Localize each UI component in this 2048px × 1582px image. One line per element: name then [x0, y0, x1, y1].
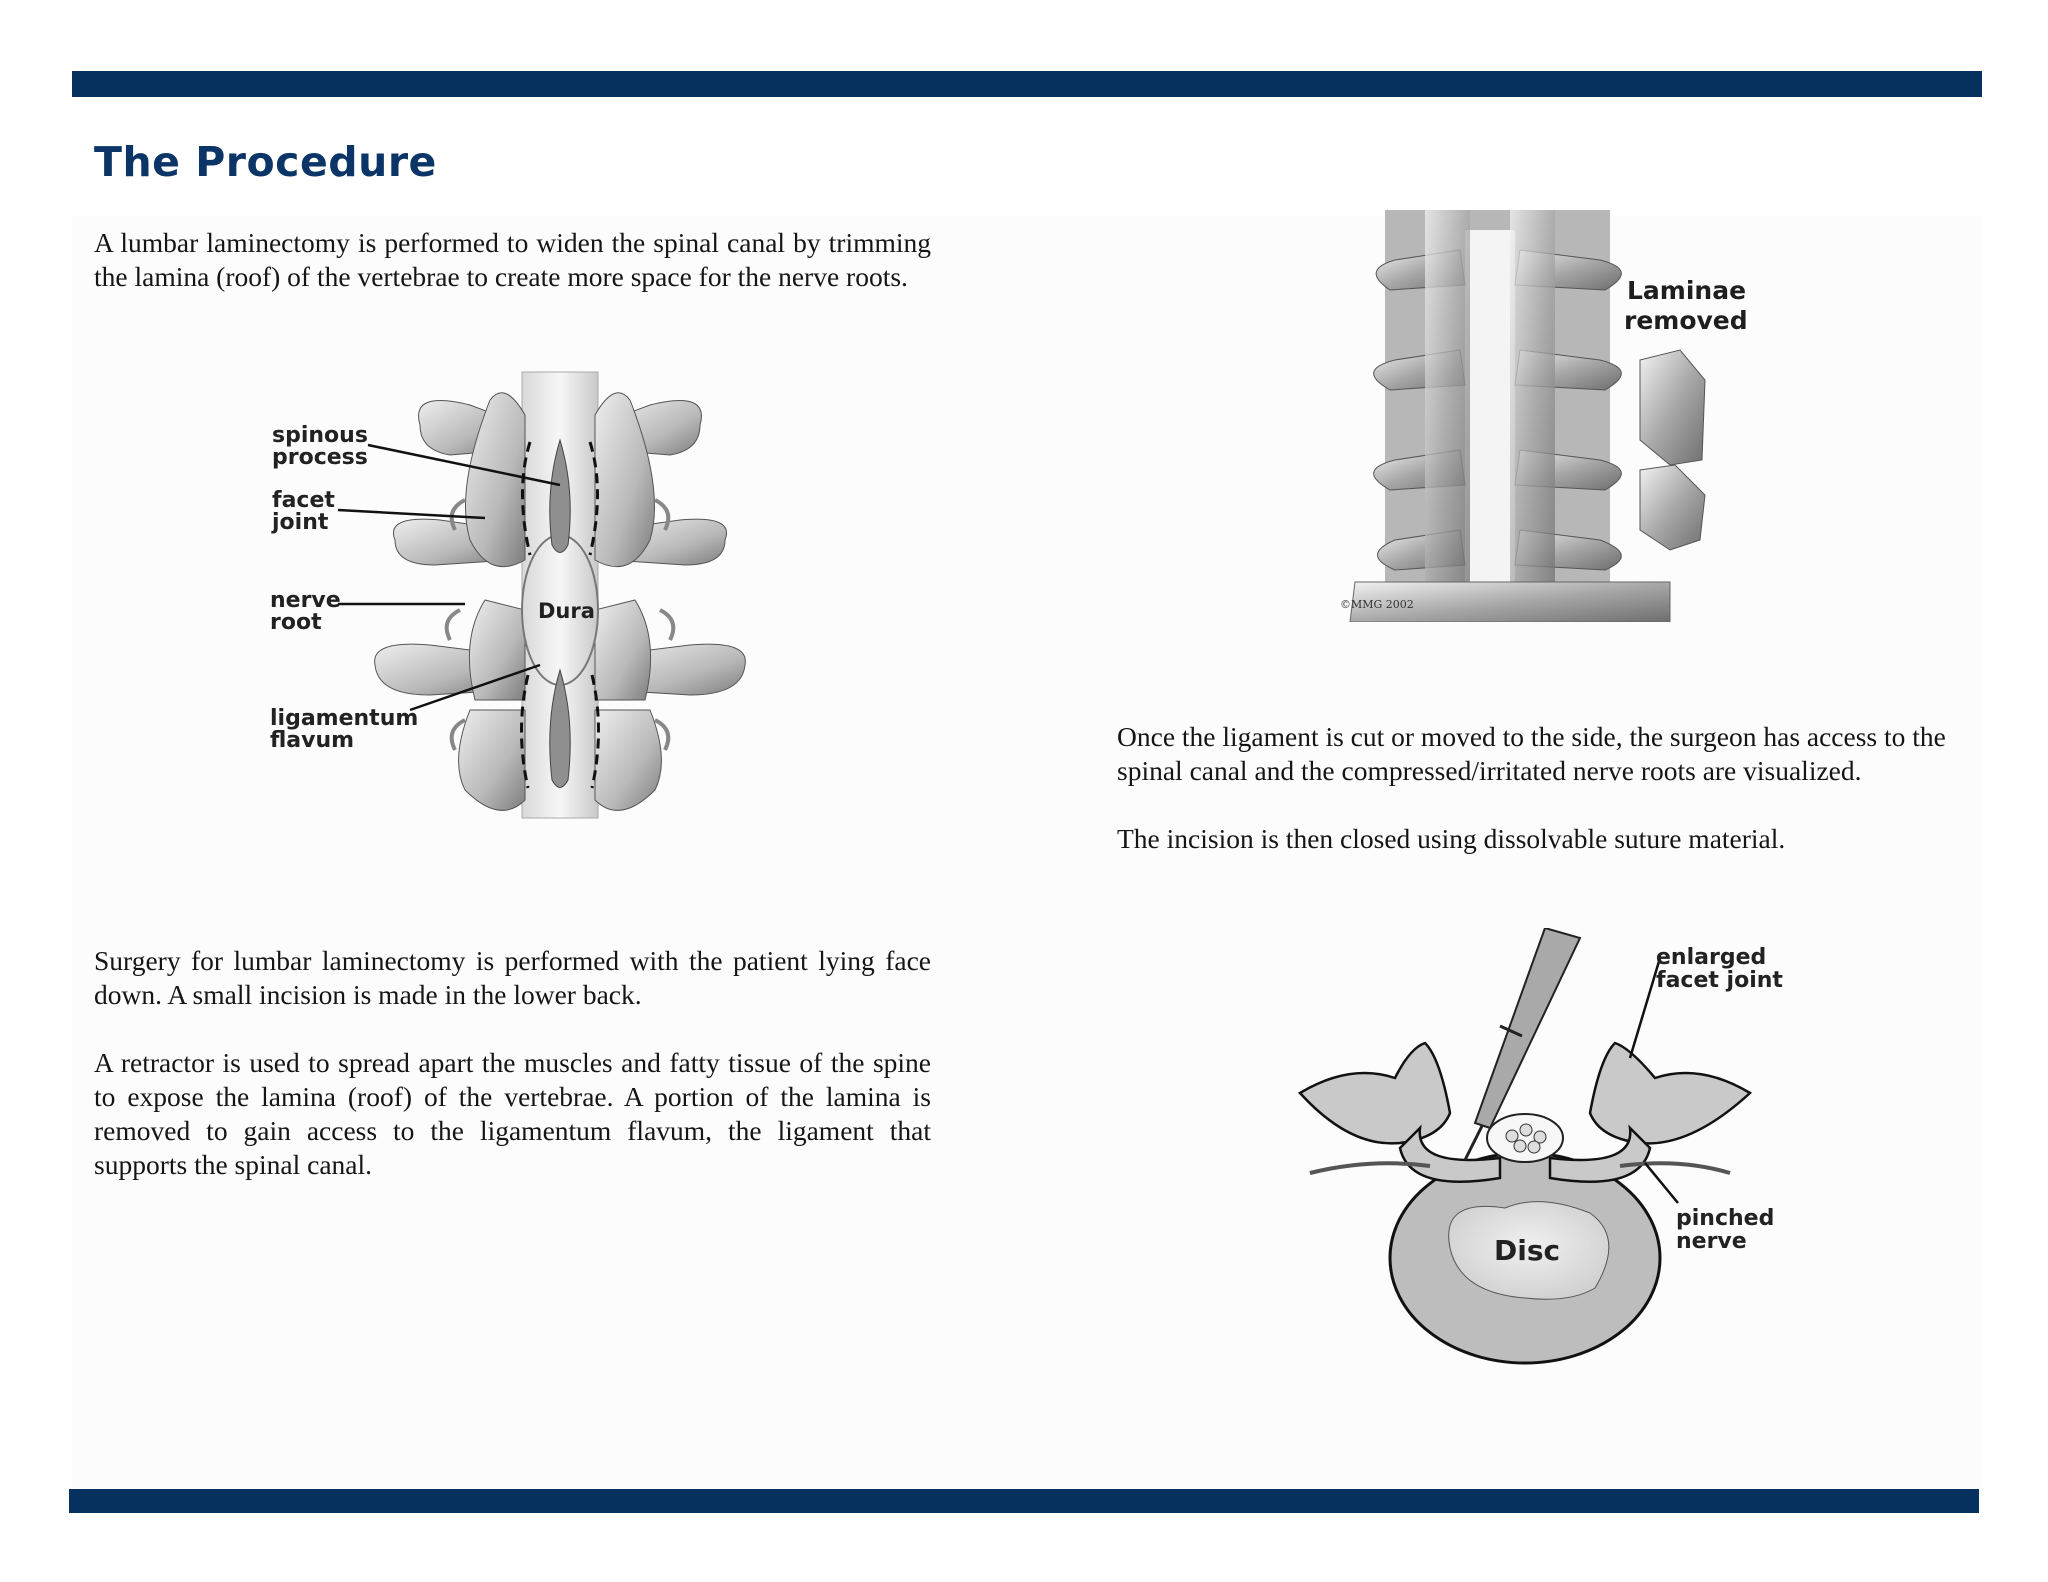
label-facet: facet	[272, 488, 335, 513]
page-title: The Procedure	[94, 138, 437, 186]
label-nerve: nerve	[1676, 1229, 1747, 1254]
retractor-paragraph: A retractor is used to spread apart the …	[94, 1047, 931, 1180]
spine-posterior-illustration: spinous process facet joint nerve root l…	[270, 371, 746, 819]
label-ligamentum: ligamentum	[270, 706, 418, 731]
intro-paragraph: A lumbar laminectomy is performed to wid…	[94, 227, 931, 292]
bottom-footer-band	[69, 1489, 1979, 1513]
label-root: root	[270, 610, 322, 635]
copyright-credit: ©MMG 2002	[1340, 598, 1414, 611]
label-laminae: Laminae	[1627, 276, 1746, 305]
label-process: process	[272, 445, 368, 470]
label-flavum: flavum	[270, 728, 354, 753]
label-facet-joint: facet joint	[1656, 968, 1783, 993]
label-joint: joint	[271, 510, 329, 535]
label-nerve: nerve	[270, 588, 341, 613]
incision-paragraph: The incision is then closed using dissol…	[1117, 823, 1786, 854]
top-header-band	[72, 71, 1982, 97]
label-removed: removed	[1624, 306, 1748, 335]
ligament-paragraph: Once the ligament is cut or moved to the…	[1117, 721, 1946, 786]
laminae-removed-illustration: Laminae removed ©MMG 2002	[1340, 210, 1748, 622]
label-disc: Disc	[1494, 1234, 1560, 1267]
label-spinous: spinous	[272, 423, 368, 448]
laminae-drawing	[1349, 210, 1706, 622]
leader-lines	[337, 443, 561, 712]
vertebra-cross-section-illustration: enlarged facet joint pinched nerve Disc	[1298, 928, 1783, 1365]
surgery-paragraph: Surgery for lumbar laminectomy is perfor…	[94, 945, 931, 1010]
label-dura: Dura	[538, 599, 595, 623]
cross-section-drawing	[1298, 928, 1753, 1365]
spine-drawing	[374, 371, 746, 819]
label-enlarged: enlarged	[1656, 945, 1766, 970]
leader-lines-cross	[1628, 957, 1679, 1204]
label-pinched: pinched	[1676, 1206, 1774, 1231]
